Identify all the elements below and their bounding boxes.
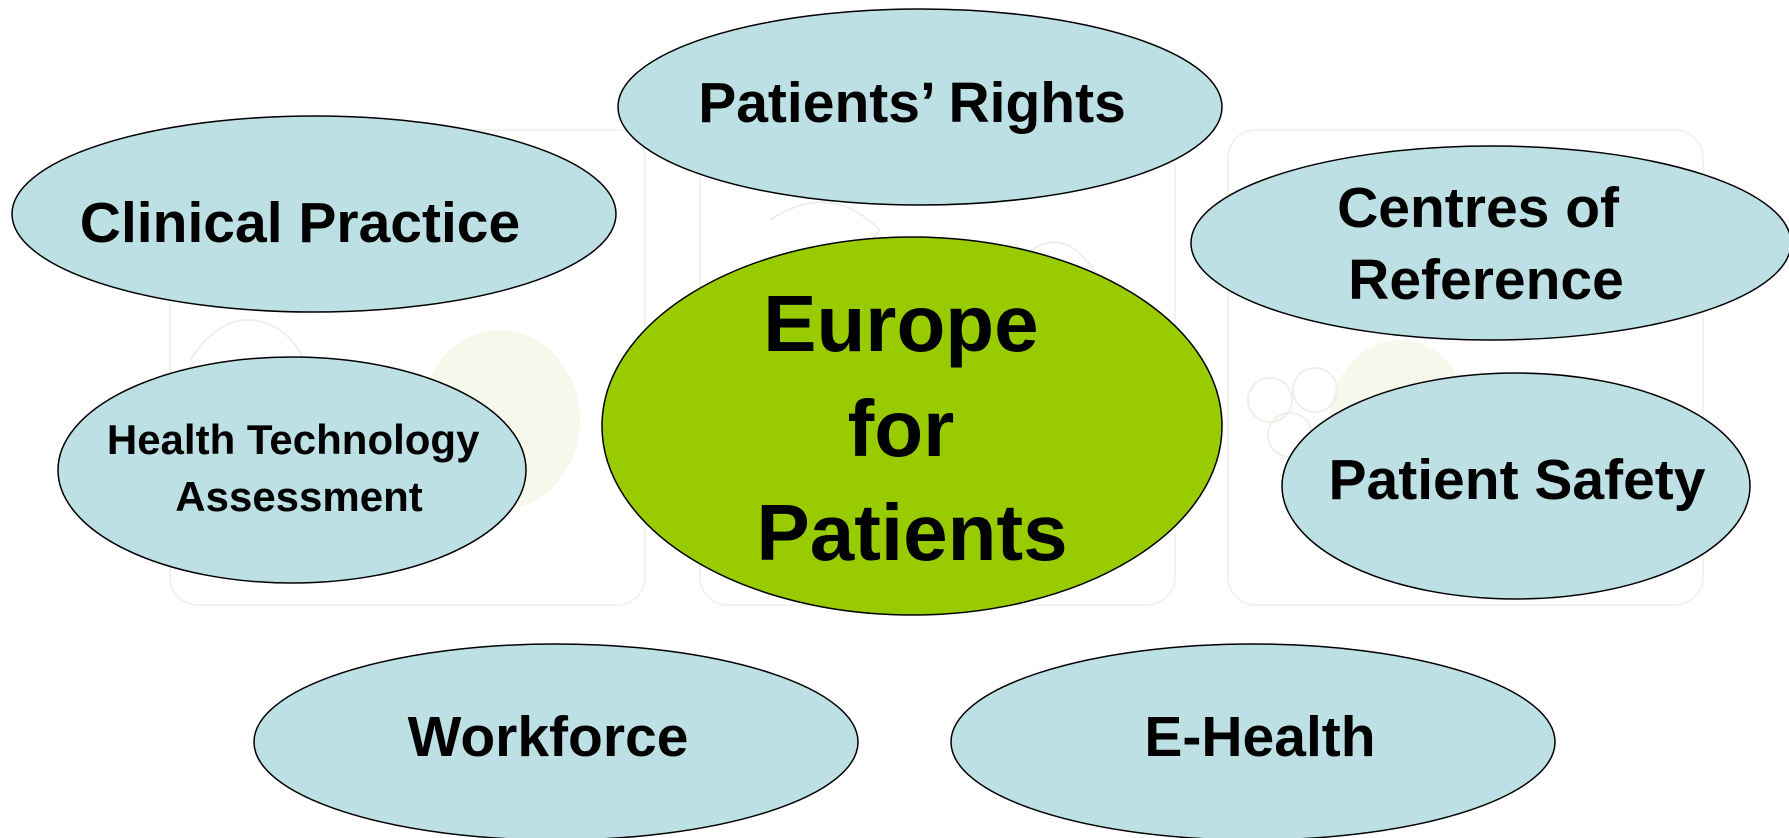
topic-workforce: Workforce <box>253 643 859 838</box>
topic-clinical-practice: Clinical Practice <box>11 115 617 313</box>
topic-e-health-shape <box>950 643 1556 838</box>
topic-health-technology-assessment: Health Technology Assessment <box>57 356 527 584</box>
center-label-line3: Patients <box>756 488 1067 577</box>
svg-text:E-Health: E-Health <box>1144 705 1375 769</box>
topic-e-health-label: E-Health <box>1144 705 1375 769</box>
topic-centres-of-reference-label-line1: Centres of <box>1337 176 1620 240</box>
topic-e-health: E-Health <box>950 643 1556 838</box>
topic-patients-rights-shape <box>617 8 1223 206</box>
topic-health-technology-assessment-label-line1: Health Technology <box>107 416 480 463</box>
topic-health-technology-assessment-shape <box>57 356 527 584</box>
topic-centres-of-reference-shape <box>1190 145 1789 341</box>
topic-centres-of-reference: Centres of Reference <box>1190 145 1789 341</box>
svg-text:Patients’ Rights: Patients’ Rights <box>698 71 1126 135</box>
svg-text:Clinical Practice: Clinical Practice <box>80 191 520 255</box>
topic-workforce-label: Workforce <box>408 705 689 769</box>
center-shape <box>601 236 1223 616</box>
svg-text:Europe for Patient: Europe for Patients <box>756 279 1067 577</box>
topic-centres-of-reference-label-line2: Reference <box>1348 248 1624 312</box>
center-europe-for-patients: Europe for Patients <box>601 236 1223 616</box>
center-label-line2: for <box>848 384 955 473</box>
topic-patients-rights: Patients’ Rights <box>617 8 1223 206</box>
topic-patient-safety-shape <box>1281 372 1751 600</box>
svg-text:Health Technology Assess: Health Technology Assessment <box>107 416 491 520</box>
center-label-line1: Europe <box>763 279 1039 368</box>
topic-clinical-practice-label: Clinical Practice <box>80 191 520 255</box>
topic-patient-safety-label: Patient Safety <box>1329 448 1706 512</box>
svg-text:Patient Safety: Patient Safety <box>1329 448 1706 512</box>
topic-health-technology-assessment-label-line2: Assessment <box>175 473 422 520</box>
svg-text:Centres of Reference: Centres of Reference <box>1337 176 1635 312</box>
topic-workforce-shape <box>253 643 859 838</box>
svg-text:Workforce: Workforce <box>408 705 689 769</box>
topic-patients-rights-label: Patients’ Rights <box>698 71 1126 135</box>
topic-clinical-practice-shape <box>11 115 617 313</box>
topic-patient-safety: Patient Safety <box>1281 372 1751 600</box>
